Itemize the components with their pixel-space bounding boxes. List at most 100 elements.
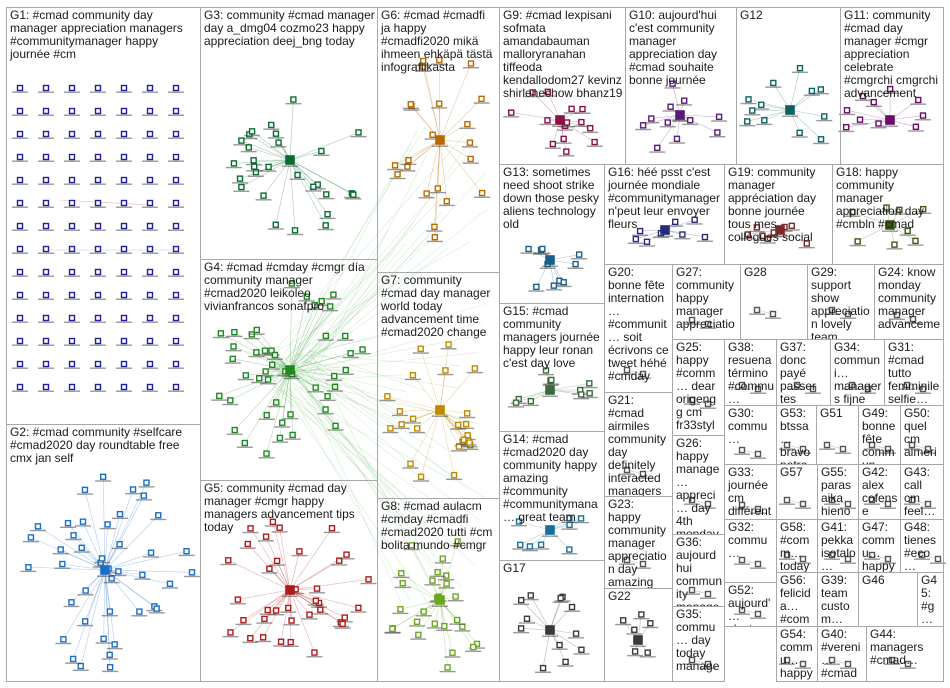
group-g2-label: G2: #cmad community #selfcare #cmad2020 … — [10, 426, 198, 465]
group-g37: G37: donc payé passer tes journées #twit… — [776, 339, 831, 406]
group-g4-label: G4: #cmad #cmday #cmgr día community man… — [204, 261, 375, 313]
group-g17-label: G17 — [503, 562, 602, 575]
group-g18-label: G18: happy community manager appreciatio… — [836, 166, 941, 231]
group-g42-label: G42: alex cofense team — [862, 466, 898, 520]
group-g44: G44: managers #cmad… — [866, 626, 944, 682]
group-g44-label: G44: managers #cmad… — [870, 628, 941, 667]
group-g45: G45: #g… — [917, 572, 944, 627]
group-g25-label: G25: happy #comm… dear origengg cm fr33s… — [676, 341, 722, 436]
group-g48-label: G48: tienes #eco… sabes… — [904, 521, 941, 573]
group-g27-label: G27: community happy manager appreciatio… — [676, 266, 738, 340]
group-g19-label: G19: community manager appréciation day … — [728, 166, 830, 244]
group-g34: G34: communi… managers fijne manager… — [830, 339, 885, 406]
group-g56-label: G56: felicida… #comm… importa… — [780, 574, 815, 627]
group-g11-label: G11: community #cmad day manager #cmgr a… — [844, 9, 941, 100]
group-g21: G21: #cmad airmiles community day defini… — [604, 392, 673, 497]
group-g53: G53: btssa… bravo notre… — [776, 405, 817, 465]
group-g16-label: G16: héé psst c'est journée mondiale #co… — [608, 166, 722, 231]
group-g6-label: G6: #cmad #cmadfi ja happy #cmadfi2020 m… — [381, 9, 497, 74]
group-g23: G23: happy community manager appreciatio… — [604, 496, 673, 589]
group-g38-label: G38: resuena término #commu… sigue… — [728, 341, 774, 406]
group-g13: G13: sometimes need shoot strike down th… — [499, 164, 605, 304]
group-g32: G32: commu… — [724, 519, 777, 583]
group-g36-label: G36: aujourd hui community manage… — [676, 536, 722, 607]
group-g8-label: G8: #cmad aulacm #cmday #cmadfi #cmad202… — [381, 500, 497, 552]
group-g27: G27: community happy manager appreciatio… — [672, 264, 741, 340]
group-g51-label: G51 — [820, 407, 856, 420]
group-g3-label: G3: community #cmad manager day a_dmg04 … — [204, 9, 375, 48]
group-g46: G46 — [858, 572, 918, 627]
group-g45-label: G45: #g… — [921, 574, 941, 626]
group-g55: G55: paras aika hieno… — [817, 464, 859, 520]
group-g43-label: G43: call cm feel… — [904, 466, 941, 518]
group-g40: G40: #vereni… #cmad… — [817, 626, 867, 682]
group-g17: G17 — [499, 560, 605, 682]
group-g56: G56: felicida… #comm… importa… — [776, 572, 818, 627]
group-g22-label: G22 — [608, 590, 670, 603]
group-g51: G51 — [816, 405, 859, 465]
group-g30-label: G30: commu… — [728, 407, 774, 446]
group-g43: G43: call cm feel… — [900, 464, 944, 520]
group-g8: G8: #cmad aulacm #cmday #cmadfi #cmad202… — [377, 498, 500, 682]
group-g15-label: G15: #cmad community managers journée ha… — [503, 305, 602, 370]
group-g35: G35: commu… day today manage… — [672, 606, 725, 682]
group-g29: G29: support show appreciation lovely te… — [807, 264, 875, 340]
group-g50-label: G50: quel cm aimeri… — [904, 407, 941, 465]
group-g38: G38: resuena término #commu… sigue… — [724, 339, 777, 406]
group-g33: G33: journée cm différent… visions… — [724, 464, 777, 520]
group-g52-label: G52: aujourd'… c'est… — [728, 584, 774, 627]
group-g41-label: G41: pekka isotalo… — [821, 521, 856, 573]
group-g54: G54: commu… happy manag… — [776, 626, 818, 682]
group-g48: G48: tienes #eco… sabes… — [900, 519, 944, 573]
group-g1: G1: #cmad community day manager apprecia… — [6, 7, 201, 425]
group-g12: G12 — [736, 7, 841, 165]
group-g46-label: G46 — [862, 574, 915, 587]
group-g2: G2: #cmad community #selfcare #cmad2020 … — [6, 424, 201, 682]
group-g23-label: G23: happy community manager appreciatio… — [608, 498, 670, 589]
group-g14: G14: #cmad #cmad2020 day community happy… — [499, 431, 605, 561]
group-g49-label: G49: bonne fête commun… — [862, 407, 898, 465]
group-g50: G50: quel cm aimeri… — [900, 405, 944, 465]
group-g58: G58: #comm… today find… — [776, 519, 818, 573]
group-g31: G31: #cmad tutto femminile selfie… — [884, 339, 944, 406]
group-g12-label: G12 — [740, 9, 838, 22]
group-g7: G7: community #cmad day manager world to… — [377, 272, 500, 499]
group-g10: G10: aujourd'hui c'est community manager… — [625, 7, 737, 165]
group-g53-label: G53: btssa… bravo notre… — [780, 407, 814, 465]
group-g24-label: G24: know monday community manager advan… — [878, 266, 941, 340]
group-g19: G19: community manager appréciation day … — [724, 164, 833, 265]
group-g58-label: G58: #comm… today find… — [780, 521, 815, 573]
group-g14-label: G14: #cmad #cmad2020 day community happy… — [503, 433, 602, 524]
group-g37-label: G37: donc payé passer tes journées #twit… — [780, 341, 828, 406]
group-g36: G36: aujourd hui community manage… — [672, 534, 725, 607]
group-g20-label: G20: bonne fête internation… #communit… … — [608, 266, 670, 383]
group-g9: G9: #cmad lexpisani sofmata amandabauman… — [499, 7, 626, 165]
group-g29-label: G29: support show appreciation lovely te… — [811, 266, 872, 340]
group-g20: G20: bonne fête internation… #communit… … — [604, 264, 673, 393]
group-g47-label: G47: commu… happy comm… — [862, 521, 898, 573]
group-g31-label: G31: #cmad tutto femminile selfie… — [888, 341, 941, 406]
group-g54-label: G54: commu… happy manag… — [780, 628, 815, 682]
group-g7-label: G7: community #cmad day manager world to… — [381, 274, 497, 339]
group-g34-label: G34: communi… managers fijne manager… — [834, 341, 882, 406]
group-g57-label: G57 — [780, 466, 815, 479]
group-g55-label: G55: paras aika hieno… — [821, 466, 856, 520]
group-g11: G11: community #cmad day manager #cmgr a… — [840, 7, 944, 165]
group-g10-label: G10: aujourd'hui c'est community manager… — [629, 9, 734, 87]
group-g1-label: G1: #cmad community day manager apprecia… — [10, 9, 198, 61]
group-g5: G5: community #cmad day manager #cmgr ha… — [200, 480, 378, 682]
group-g41: G41: pekka isotalo… — [817, 519, 859, 573]
group-g39-label: G39: team custom… — [821, 574, 856, 626]
group-g49: G49: bonne fête commun… — [858, 405, 901, 465]
group-g9-label: G9: #cmad lexpisani sofmata amandabauman… — [503, 9, 623, 100]
group-g21-label: G21: #cmad airmiles community day defini… — [608, 394, 670, 497]
group-g24: G24: know monday community manager advan… — [874, 264, 944, 340]
group-g32-label: G32: commu… — [728, 521, 774, 560]
group-g15: G15: #cmad community managers journée ha… — [499, 303, 605, 432]
group-g28: G28 — [740, 264, 808, 340]
group-g3: G3: community #cmad manager day a_dmg04 … — [200, 7, 378, 260]
group-g33-label: G33: journée cm différent… visions… — [728, 466, 774, 520]
group-g40-label: G40: #vereni… #cmad… — [821, 628, 864, 682]
group-g18: G18: happy community manager appreciatio… — [832, 164, 944, 265]
